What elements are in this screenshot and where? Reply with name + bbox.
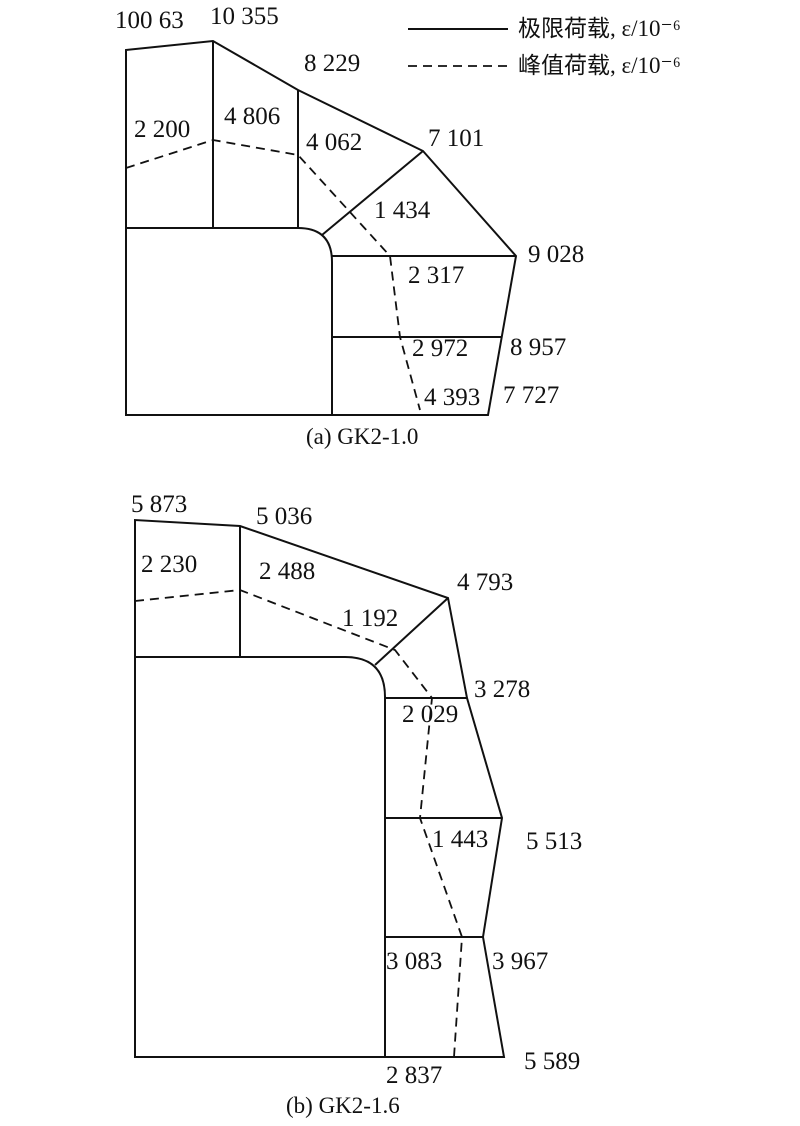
panel-b-caption: (b) GK2-1.6 bbox=[286, 1093, 400, 1118]
panel-b-ultimate-label: 3 278 bbox=[474, 676, 530, 703]
panel-a-peak-label: 2 972 bbox=[412, 335, 468, 362]
panel-b-peak-label: 3 083 bbox=[386, 948, 442, 975]
panel-a-caption: (a) GK2-1.0 bbox=[306, 424, 418, 449]
panel-a-outline bbox=[125, 39, 518, 416]
panel-b-peak-label: 2 029 bbox=[402, 701, 458, 728]
panel-b-peak-label: 1 443 bbox=[432, 826, 488, 853]
panel-a-ultimate-label: 8 957 bbox=[510, 334, 566, 361]
panel-b-peak-label: 2 837 bbox=[386, 1062, 442, 1089]
panel-a-peak-label: 2 317 bbox=[408, 262, 464, 289]
panel-a-ultimate-label: 100 63 bbox=[115, 7, 184, 34]
panel-a-peak-label: 1 434 bbox=[374, 197, 431, 224]
legend-solid-label: 极限荷载, ε/10⁻⁶ bbox=[518, 16, 681, 41]
panel-a-ultimate-label: 7 101 bbox=[428, 125, 484, 152]
panel-a-outer-boundary bbox=[125, 39, 518, 416]
panel-a-ultimate-label: 8 229 bbox=[304, 50, 360, 77]
panel-a-ultimate-label: 7 727 bbox=[503, 382, 559, 409]
panel-b-ultimate-label: 5 036 bbox=[256, 503, 312, 530]
panel-a-peak-label: 4 062 bbox=[306, 129, 362, 156]
legend-dashed-label: 峰值荷载, ε/10⁻⁶ bbox=[518, 53, 681, 78]
panel-a-partition bbox=[321, 150, 424, 236]
legend: 极限荷载, ε/10⁻⁶ 峰值荷载, ε/10⁻⁶ bbox=[408, 16, 681, 78]
panel-b-peak-load-line bbox=[134, 589, 463, 1058]
panel-b-ultimate-label: 5 873 bbox=[131, 491, 187, 518]
panel-a-peak-label: 2 200 bbox=[134, 116, 190, 143]
panel-b-peak-label: 2 488 bbox=[259, 558, 315, 585]
panel-b-outline bbox=[134, 518, 506, 1058]
panel-a: 100 63 10 355 8 229 7 101 9 028 8 957 7 … bbox=[115, 3, 584, 449]
panel-a-ultimate-label: 9 028 bbox=[528, 241, 584, 268]
panel-b-peak-label: 2 230 bbox=[141, 551, 197, 578]
panel-a-inner-boundary bbox=[126, 227, 333, 415]
panel-a-peak-label: 4 806 bbox=[224, 103, 280, 130]
panel-a-peak-label: 4 393 bbox=[424, 384, 480, 411]
panel-b-partition bbox=[374, 597, 449, 666]
panel-b-inner-boundary bbox=[135, 656, 386, 1057]
panel-b-outer-boundary bbox=[134, 518, 506, 1058]
panel-b-ultimate-label: 5 513 bbox=[526, 828, 582, 855]
panel-b-ultimate-label: 4 793 bbox=[457, 569, 513, 596]
panel-b: 5 873 5 036 4 793 3 278 5 513 3 967 5 58… bbox=[131, 491, 582, 1118]
panel-a-peak-load-line bbox=[125, 139, 421, 411]
panel-b-ultimate-label: 5 589 bbox=[524, 1048, 580, 1075]
panel-a-ultimate-label: 10 355 bbox=[210, 3, 279, 30]
panel-b-ultimate-label: 3 967 bbox=[492, 948, 548, 975]
panel-b-peak-label: 1 192 bbox=[342, 605, 398, 632]
